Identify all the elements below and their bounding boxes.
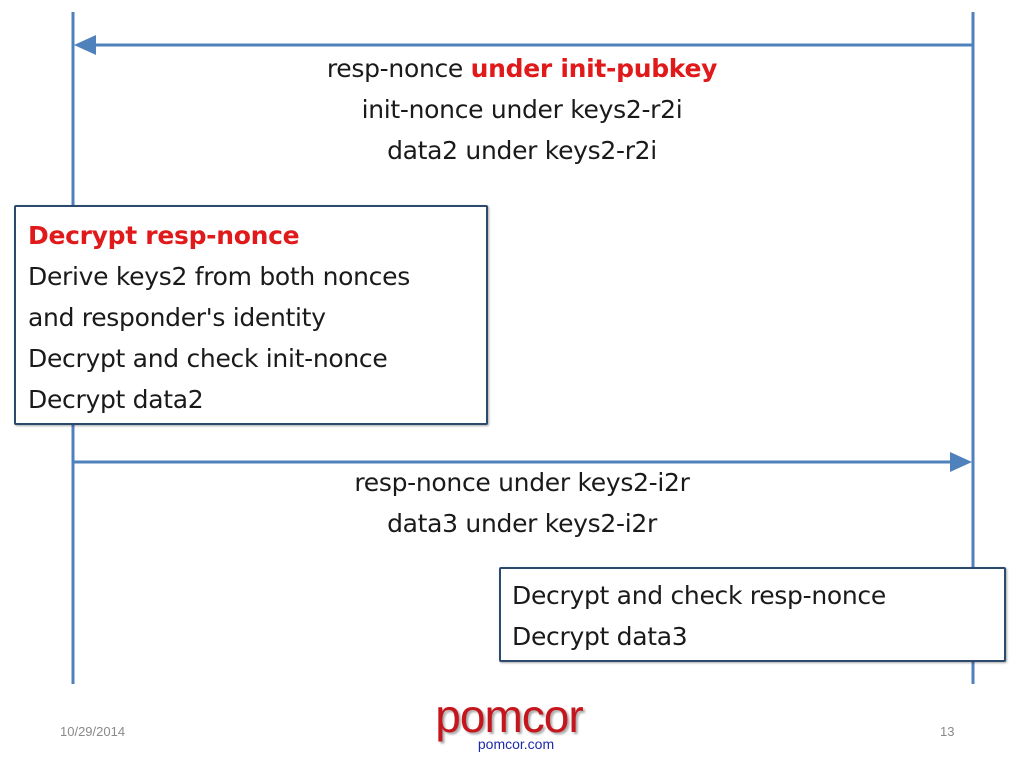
message1-line1-highlight: under init-pubkey — [470, 54, 718, 83]
logo-url: pomcor.com — [477, 736, 555, 752]
box1-line4: Decrypt and check init-nonce — [28, 344, 388, 373]
message1-label: resp-nonce under init-pubkey init-nonce … — [222, 48, 822, 171]
message2-line1: resp-nonce under keys2-i2r — [354, 468, 690, 497]
footer-date: 10/29/2014 — [60, 724, 126, 739]
message2-line2: data3 under keys2-i2r — [387, 509, 657, 538]
box1-line3: and responder's identity — [28, 303, 326, 332]
message1-line1: resp-nonce under init-pubkey — [222, 48, 822, 89]
message1-line2: init-nonce under keys2-r2i — [361, 95, 683, 124]
logo-text: pomcor — [435, 690, 583, 742]
box1-line2: Derive keys2 from both nonces — [28, 262, 410, 291]
page-number: 13 — [940, 724, 955, 739]
box2-line2: Decrypt data3 — [512, 622, 688, 651]
message1-line3: data2 under keys2-r2i — [387, 136, 657, 165]
message1-line1-plain: resp-nonce — [326, 54, 471, 83]
message2-arrowhead — [950, 452, 972, 472]
box2-line1: Decrypt and check resp-nonce — [512, 581, 886, 610]
message1-arrowhead — [74, 35, 96, 55]
initiator-action-box: Decrypt resp-nonce Derive keys2 from bot… — [14, 205, 488, 425]
message2-label: resp-nonce under keys2-i2r data3 under k… — [222, 462, 822, 544]
pomcor-logo: pomcor pomcor.com — [418, 690, 600, 752]
responder-action-box: Decrypt and check resp-nonce Decrypt dat… — [499, 567, 1006, 662]
box1-line1: Decrypt resp-nonce — [28, 221, 300, 250]
box1-line5: Decrypt data2 — [28, 385, 204, 414]
